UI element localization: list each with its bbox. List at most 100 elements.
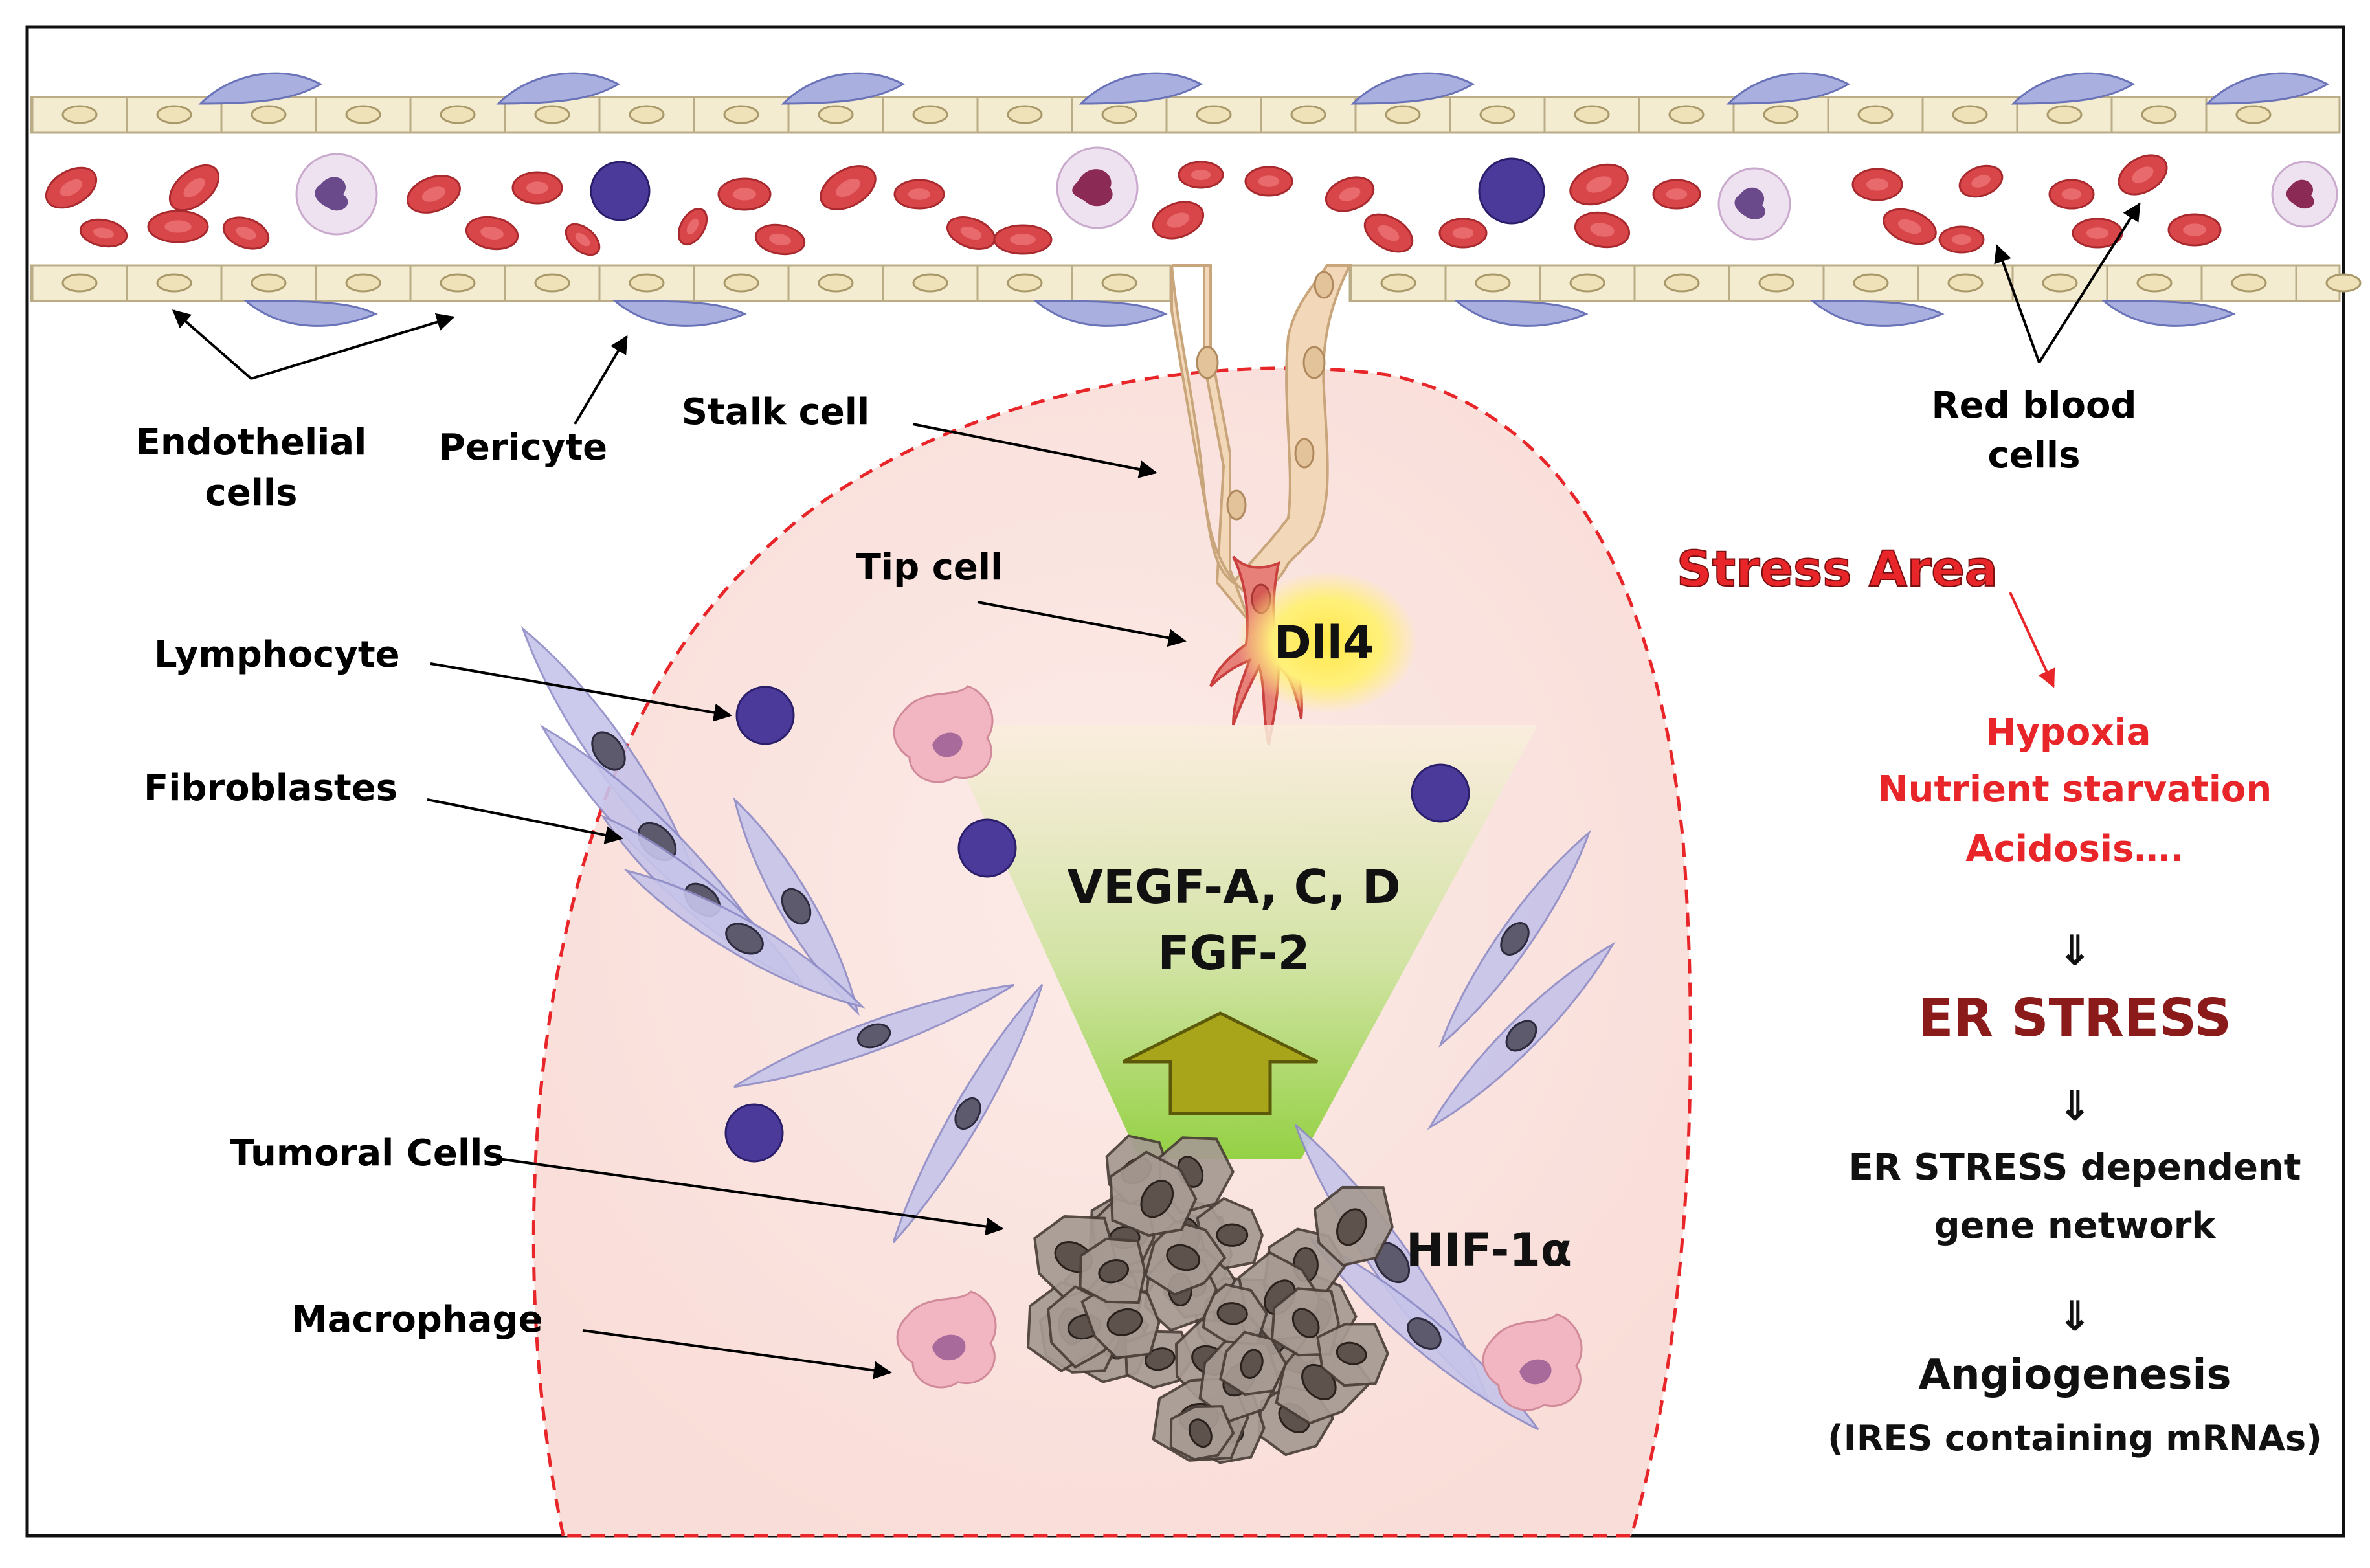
macrophages <box>893 685 1583 1411</box>
endothelial-nucleus <box>723 105 759 124</box>
tumoral-cell-nucleus <box>1336 1208 1367 1246</box>
lymphocyte <box>724 1103 784 1163</box>
endothelial-nucleus <box>1385 105 1421 124</box>
label-fibroblastes: Fibroblastes <box>144 767 397 809</box>
pericyte <box>1033 300 1168 327</box>
tumoral-cell-nucleus <box>1240 1349 1264 1379</box>
pericyte <box>2205 72 2330 105</box>
endothelial-nucleus <box>534 105 570 124</box>
arrow-endothelial-a <box>172 309 252 380</box>
pericyte <box>1079 72 1203 105</box>
red-blood-cell-center <box>1951 234 1972 245</box>
endothelial-nucleus <box>1763 105 1799 124</box>
label-hif: HIF-1α <box>1406 1224 1572 1277</box>
endothelial-nucleus <box>251 105 287 124</box>
pericyte <box>1350 72 1475 105</box>
endothelial-nucleus <box>534 273 570 293</box>
label-endothelial-line2: cells <box>205 472 298 514</box>
red-blood-cell-center <box>1452 227 1474 239</box>
endothelial-nucleus <box>2325 273 2362 293</box>
pericyte <box>781 72 906 105</box>
lymphocyte <box>957 818 1017 878</box>
endothelial-nucleus <box>345 105 381 124</box>
red-blood-cell-center <box>2132 166 2154 183</box>
label-red-blood-line1: Red blood <box>1932 385 2137 427</box>
arrow-stalk-cell <box>912 423 1157 478</box>
endothelial-nucleus <box>1380 273 1416 293</box>
tumoral-cell-nucleus <box>1291 1308 1320 1339</box>
endothelial-nucleus <box>1290 105 1326 124</box>
fibroblast-nucleus <box>781 888 812 925</box>
red-blood-cell-center <box>1590 223 1615 237</box>
lymphocyte <box>590 161 651 221</box>
pericyte <box>1726 72 1851 105</box>
macrophage <box>893 685 994 783</box>
red-blood-cell-center <box>1586 176 1612 193</box>
endothelial-nucleus <box>2235 105 2272 124</box>
fibroblast-nucleus <box>1500 922 1530 956</box>
endothelial-nucleus <box>251 273 287 293</box>
tumoral-cell-nucleus <box>1140 1180 1174 1218</box>
tumoral-cells <box>1027 1134 1394 1464</box>
label-stalk-cell: Stalk cell <box>682 391 869 433</box>
red-blood-cell-center <box>575 232 590 247</box>
red-blood-cell-center <box>1866 178 1889 191</box>
arrow-red-blood-b <box>2038 202 2141 364</box>
label-endothelial-line1: Endothelial <box>136 421 367 464</box>
arrow-lymphocyte <box>430 662 732 722</box>
red-blood-cell-center <box>2061 188 2082 200</box>
blood-vessel <box>30 72 2362 327</box>
red-blood-cell-center <box>60 179 83 197</box>
lymphocyte <box>735 686 795 745</box>
tumoral-cell-nucleus <box>1188 1418 1213 1448</box>
tissue-lymphocytes <box>724 686 1470 1163</box>
red-blood-cell-center <box>2183 223 2206 236</box>
macrophage <box>1482 1313 1583 1411</box>
fibroblast-nucleus <box>1505 1020 1537 1052</box>
down-arrow-2: ⇓ <box>2057 1082 2092 1130</box>
tumoral-cell-nucleus <box>1216 1223 1249 1247</box>
red-blood-cell-center <box>1666 188 1688 200</box>
endothelial-nucleus <box>1664 273 1700 293</box>
red-blood-cell-center <box>836 178 860 197</box>
stress-cause-hypoxia: Hypoxia <box>1985 711 2151 754</box>
label-macrophage: Macrophage <box>291 1299 543 1341</box>
endothelial-nucleus <box>818 273 854 293</box>
endothelial-nucleus <box>1475 273 1511 293</box>
er-stress: ER STRESS <box>1918 988 2231 1048</box>
endothelial-nucleus <box>1196 105 1232 124</box>
tumoral-cell-nucleus <box>1216 1302 1248 1325</box>
endothelial-nucleus <box>2231 273 2267 293</box>
red-blood-cell-center <box>1191 170 1211 180</box>
pericyte <box>2101 300 2236 327</box>
pericytes <box>198 72 2330 327</box>
red-blood-cell-center <box>1897 219 1922 234</box>
tumoral-cell-nucleus <box>1098 1259 1130 1284</box>
arrow-endothelial-b <box>251 313 455 380</box>
endothelial-nucleus <box>1574 105 1610 124</box>
red-blood-cell-center <box>686 218 699 235</box>
label-vegf: VEGF-A, C, D <box>1067 860 1400 914</box>
macrophage <box>896 1290 997 1389</box>
endothelial-nucleus <box>1758 273 1794 293</box>
red-blood-cell-center <box>733 188 756 201</box>
pericyte <box>1809 300 1945 327</box>
endothelial-nucleus <box>156 105 192 124</box>
endothelial-nucleus <box>156 273 192 293</box>
arrow-pericyte <box>574 335 628 425</box>
endothelial-nucleus <box>61 105 98 124</box>
arrow-tip-cell <box>977 601 1187 647</box>
endothelial-nucleus <box>912 273 948 293</box>
endothelial-nucleus <box>1947 273 1984 293</box>
label-tumoral-cells: Tumoral Cells <box>230 1132 504 1174</box>
pericyte <box>198 72 323 105</box>
cell-labels: Endothelial cells Pericyte Stalk cell Ti… <box>136 385 2137 1341</box>
granulocytes <box>295 146 2338 241</box>
arrow-macrophage <box>582 1329 892 1380</box>
red-blood-cell-center <box>908 188 931 200</box>
label-tip-cell: Tip cell <box>856 546 1003 588</box>
endothelial-nucleus <box>1668 105 1705 124</box>
red-blood-cells <box>45 154 2222 256</box>
angiogenesis: Angiogenesis <box>1918 1351 2231 1399</box>
